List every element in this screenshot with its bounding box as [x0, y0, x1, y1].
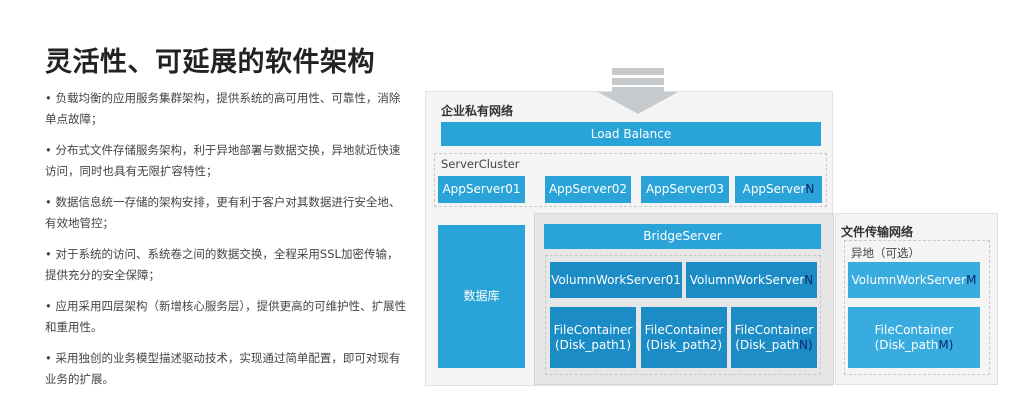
- feature-item: • 分布式文件存储服务架构，利于异地部署与数据交换，异地就近快速访问，同时也具有…: [45, 143, 401, 178]
- file-container-n-box: FileContainer(Disk_pathN): [731, 307, 817, 368]
- file-container-path-suffix: N): [799, 337, 813, 352]
- remote-label: 异地（可选）: [851, 246, 920, 260]
- app-server-n-suffix: N: [805, 182, 815, 196]
- file-container-path: (Disk_path1): [554, 337, 632, 352]
- remote-volumn-server-suffix: M: [966, 272, 977, 287]
- page-title: 灵活性、可延展的软件架构: [45, 47, 375, 78]
- file-container-name: FileContainer: [644, 322, 724, 337]
- enterprise-network-label: 企业私有网络: [441, 104, 514, 118]
- bridge-server-box: BridgeServer: [544, 224, 821, 249]
- file-container-name: FileContainer: [734, 322, 814, 337]
- feature-item: • 应用采用四层架构（新增核心服务层），提供更高的可维护性、扩展性和重用性。: [45, 299, 407, 334]
- app-server-box: AppServer02: [545, 176, 631, 203]
- database-box: 数据库: [438, 225, 525, 368]
- load-balance-box: Load Balance: [441, 122, 821, 146]
- volumn-work-server-n-name: VolumnWorkServer: [689, 272, 805, 287]
- file-container-name: FileContainer: [553, 322, 633, 337]
- app-server-box: AppServer01: [438, 176, 525, 203]
- feature-list: • 负载均衡的应用服务集群架构，提供系统的高可用性、可靠性，消除单点故障； • …: [45, 88, 407, 400]
- feature-item: • 对于系统的访问、系统卷之间的数据交换，全程采用SSL加密传输，提供充分的安全…: [45, 247, 399, 282]
- file-container-path-suffix: M): [938, 337, 954, 352]
- down-arrow-icon: [598, 68, 678, 114]
- feature-item: • 采用独创的业务模型描述驱动技术，实现通过简单配置，即可对现有业务的扩展。: [45, 351, 401, 386]
- feature-item: • 负载均衡的应用服务集群架构，提供系统的高可用性、可靠性，消除单点故障；: [45, 91, 401, 126]
- file-container-path: (Disk_path: [735, 337, 800, 352]
- file-container-path: (Disk_path: [874, 337, 939, 352]
- server-cluster-label: ServerCluster: [441, 157, 520, 171]
- remote-group: [844, 240, 990, 375]
- file-container-box: FileContainer(Disk_path1): [550, 307, 636, 368]
- server-cluster-group: [434, 153, 827, 207]
- file-container-box: FileContainer(Disk_path2): [641, 307, 727, 368]
- file-container-path: (Disk_path2): [645, 337, 723, 352]
- volumn-work-server-n-suffix: N: [804, 272, 814, 287]
- remote-file-container-box: FileContainer(Disk_pathM): [848, 307, 980, 368]
- local-volume-group: [545, 255, 821, 375]
- app-server-n-name: AppServer: [742, 182, 806, 196]
- app-server-box: AppServer03: [641, 176, 729, 203]
- feature-item: • 数据信息统一存储的架构安排，更有利于客户对其数据进行安全地、有效地管控；: [45, 195, 401, 230]
- remote-volumn-server-name: VolumnWorkServer: [851, 272, 967, 287]
- volumn-work-server-box: VolumnWorkServer01: [550, 262, 682, 298]
- file-container-name: FileContainer: [874, 322, 954, 337]
- file-network-label: 文件传输网络: [841, 225, 914, 239]
